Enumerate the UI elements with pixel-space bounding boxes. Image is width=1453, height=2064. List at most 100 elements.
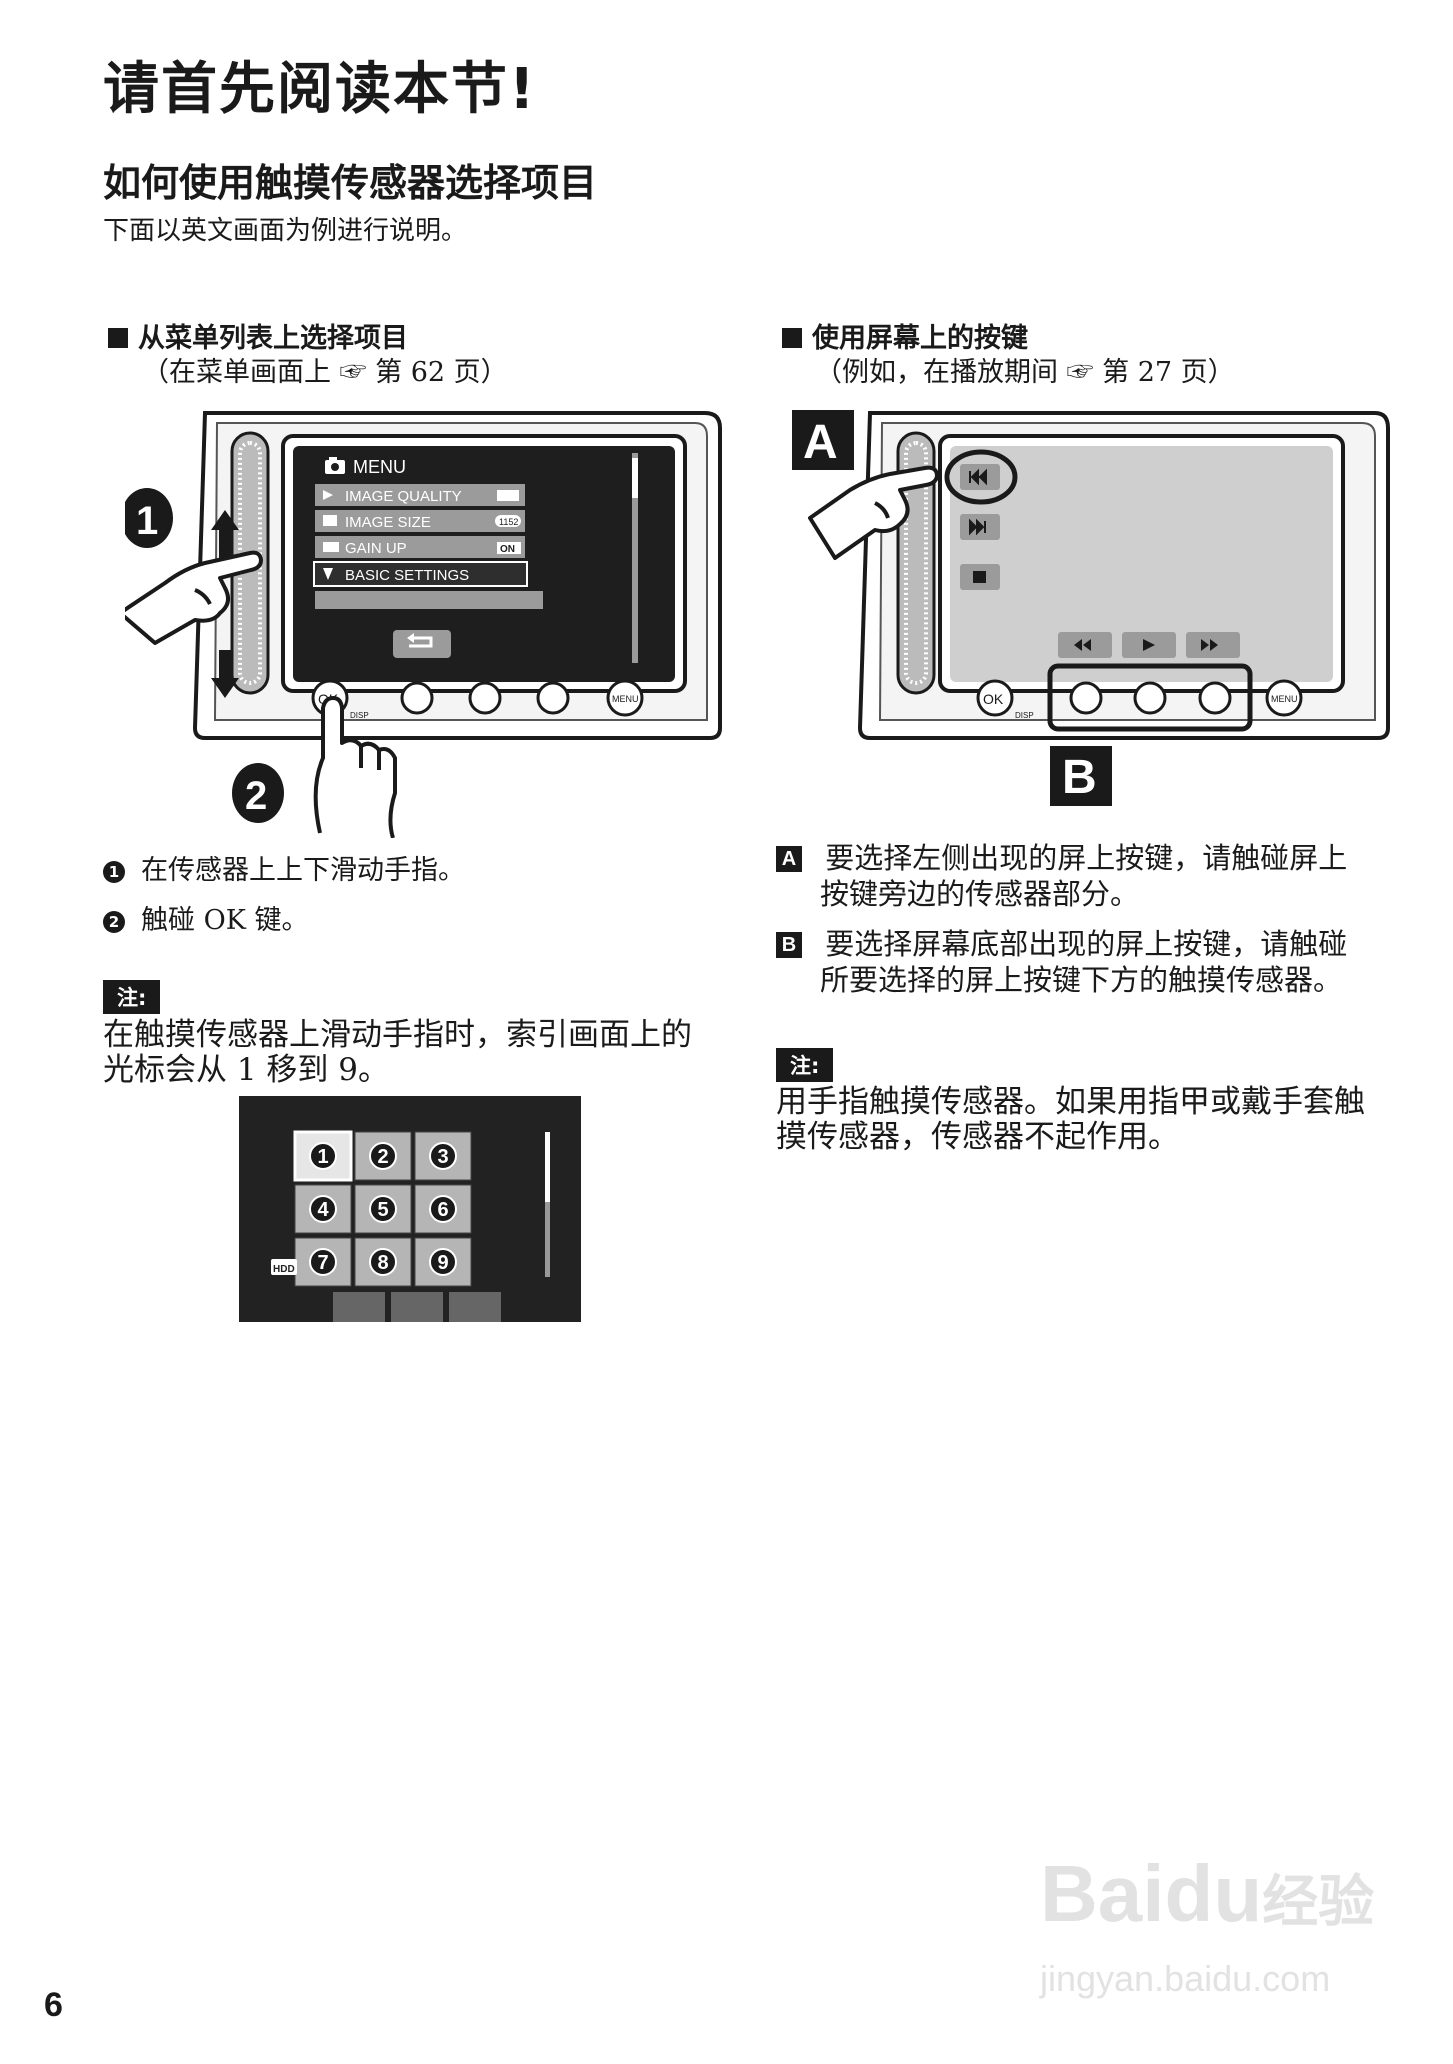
sensor-button[interactable]: [400, 681, 434, 715]
menu-button[interactable]: [606, 679, 644, 717]
step-2-badge: 2: [103, 911, 125, 933]
menu-item-basic-settings[interactable]: [313, 561, 528, 587]
scrollbar[interactable]: [632, 453, 638, 663]
index-scrollbar: [545, 1132, 550, 1277]
skip-forward-icon: [969, 518, 986, 536]
watermark-logo: Baidu经验: [1040, 1849, 1375, 1938]
disp-label: DISP: [1015, 711, 1034, 720]
menu-item-label: BASIC SETTINGS: [345, 567, 469, 584]
index-number-badge: [309, 1248, 337, 1276]
index-number: 8: [377, 1252, 388, 1274]
hdd-badge: HDD: [273, 1264, 295, 1275]
up-arrow-icon: [211, 510, 239, 558]
fast-forward-icon: [1201, 639, 1218, 651]
index-number: 7: [317, 1252, 328, 1274]
lead-text: 下面以英文画面为例进行说明。: [103, 216, 468, 246]
index-number: 2: [377, 1146, 388, 1168]
index-number: 6: [437, 1199, 448, 1221]
menu-button[interactable]: [1265, 679, 1303, 717]
index-number: 1: [317, 1146, 328, 1168]
index-number-badge: [429, 1142, 457, 1170]
pointing-hand-icon: [125, 550, 263, 645]
label-b-box: [1050, 746, 1112, 806]
note-text: 用手指触摸传感器。如果用指甲或戴手套触 摸传感器，传感器不起作用。: [776, 1084, 1365, 1155]
highlight-circle: [944, 449, 1018, 505]
letter-b-icon: B: [776, 932, 802, 958]
disp-label: DISP: [350, 711, 369, 720]
note-text: 在触摸传感器上滑动手指时，索引画面上的 光标会从 1 移到 9。: [103, 1017, 692, 1088]
right-page-ref: （例如，在播放期间 ☞ 第 27 页）: [815, 357, 1235, 388]
index-button[interactable]: [333, 1292, 385, 1322]
camera-playback-diagram: A OK DISP MENU B: [792, 410, 1390, 806]
index-number: 3: [437, 1146, 448, 1168]
skip-back-icon: [969, 468, 987, 486]
highlight-box-b: [1047, 663, 1253, 732]
right-heading: 使用屏幕上的按键: [782, 316, 1028, 355]
menu-item-gain-up[interactable]: [315, 536, 525, 558]
index-button[interactable]: [391, 1292, 443, 1322]
index-number-badge: [429, 1248, 457, 1276]
left-page-ref: （在菜单画面上 ☞ 第 62 页）: [142, 357, 508, 388]
page-number: 6: [44, 1986, 63, 2024]
index-number-badge: [309, 1142, 337, 1170]
pressing-hand-icon: [313, 696, 397, 838]
ok-button[interactable]: [976, 679, 1014, 717]
square-bullet-icon: [782, 328, 802, 348]
play-icon: [1143, 639, 1155, 651]
index-number: 9: [437, 1252, 448, 1274]
left-heading: 从菜单列表上选择项目: [108, 316, 408, 355]
sensor-button[interactable]: [1069, 681, 1103, 715]
step-1-text: 在传感器上上下滑动手指。: [141, 855, 465, 886]
sensor-button[interactable]: [1133, 681, 1167, 715]
menu-item-image-size[interactable]: [315, 510, 525, 532]
menu-item-empty: [315, 591, 543, 609]
down-arrow-icon: [211, 650, 239, 698]
menu-button-label: MENU: [1271, 694, 1298, 704]
menu-button-label: MENU: [612, 694, 639, 704]
rewind-icon: [1074, 639, 1091, 651]
explanation-b: B 要选择屏幕底部出现的屏上按键，请触碰 所要选择的屏上按键下方的触摸传感器。: [776, 926, 1347, 998]
index-number-badge: [369, 1248, 397, 1276]
image-size-icon: [323, 515, 337, 526]
page-title: 请首先阅读本节!: [103, 57, 537, 122]
index-number-badge: [429, 1195, 457, 1223]
agc-icon: [323, 542, 339, 552]
index-number-badge: [309, 1195, 337, 1223]
menu-title: MENU: [353, 457, 406, 477]
quality-icon: [323, 490, 333, 500]
step-2: 2 触碰 OK 键。: [103, 898, 308, 937]
label-a: A: [803, 416, 838, 469]
label-a-box: [792, 410, 854, 470]
stop-icon: [973, 571, 986, 583]
hdd-badge-bg: [271, 1259, 297, 1275]
explanation-a: A 要选择左侧出现的屏上按键，请触碰屏上 按键旁边的传感器部分。: [776, 840, 1347, 912]
gain-badge: ON: [500, 544, 515, 555]
step-1-badge: 1: [103, 861, 125, 883]
return-button[interactable]: [393, 630, 451, 658]
section-subtitle: 如何使用触摸传感器选择项目: [103, 161, 598, 205]
menu-item-label: GAIN UP: [345, 540, 407, 557]
ok-label: OK: [983, 691, 1004, 707]
index-screen: 1 2 3 4 5 6 7 8 9 HDD: [239, 1096, 581, 1322]
index-number: 4: [317, 1199, 329, 1221]
return-arrow-icon: [409, 636, 433, 648]
index-button[interactable]: [449, 1292, 501, 1322]
callout-1: [125, 488, 173, 548]
sensor-button[interactable]: [468, 681, 502, 715]
menu-item-label: IMAGE QUALITY: [345, 488, 462, 505]
pointing-hand-icon: [808, 465, 939, 560]
label-b: B: [1062, 751, 1097, 804]
index-number-badge: [369, 1195, 397, 1223]
letter-a-icon: A: [776, 846, 802, 872]
step-1: 1 在传感器上上下滑动手指。: [103, 848, 465, 887]
index-number-badge: [369, 1142, 397, 1170]
callout-2: [232, 763, 284, 823]
step-2-text: 触碰 OK 键。: [141, 905, 309, 936]
watermark-url: jingyan.baidu.com: [1040, 1958, 1331, 1999]
menu-item-image-quality[interactable]: [315, 484, 525, 506]
index-number: 5: [377, 1199, 388, 1221]
sensor-button[interactable]: [1198, 681, 1232, 715]
quality-badge-icon: [497, 490, 519, 501]
sensor-button[interactable]: [536, 681, 570, 715]
note-badge: 注:: [776, 1048, 834, 1082]
